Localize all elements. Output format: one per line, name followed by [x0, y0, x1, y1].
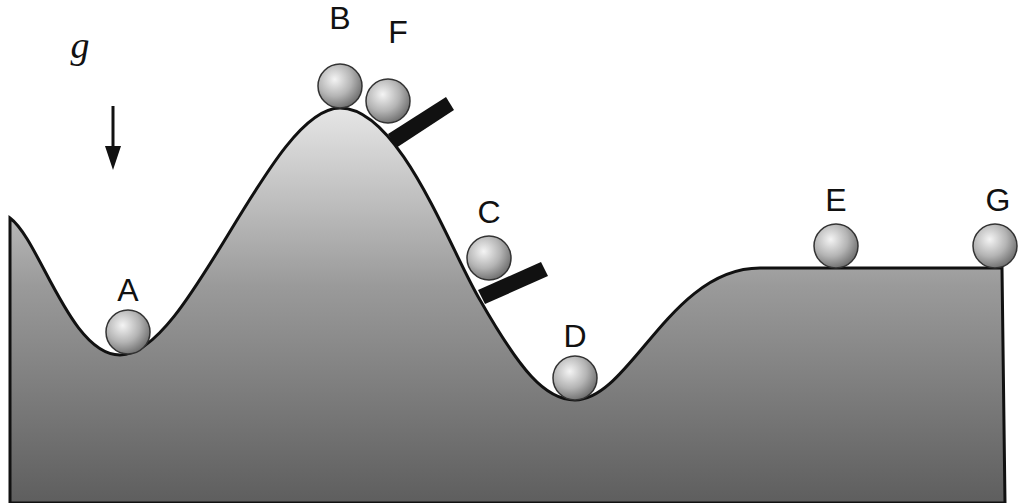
ball [973, 224, 1017, 268]
terrain [10, 108, 1005, 503]
ball [467, 236, 511, 280]
gravity-arrow [112, 106, 115, 150]
ball [814, 224, 858, 268]
point-label: B [329, 2, 350, 34]
ball [366, 79, 410, 123]
point-label: F [388, 16, 408, 48]
point-label: A [117, 274, 138, 306]
ball [318, 64, 362, 108]
ball [553, 356, 597, 400]
point-label: G [986, 184, 1011, 216]
point-label: C [477, 196, 500, 228]
point-label: E [825, 184, 846, 216]
balls [106, 64, 1017, 400]
ball [106, 310, 150, 354]
gravity-label: g [71, 26, 90, 64]
point-label: D [563, 320, 586, 352]
gravity-arrowhead [105, 146, 121, 170]
